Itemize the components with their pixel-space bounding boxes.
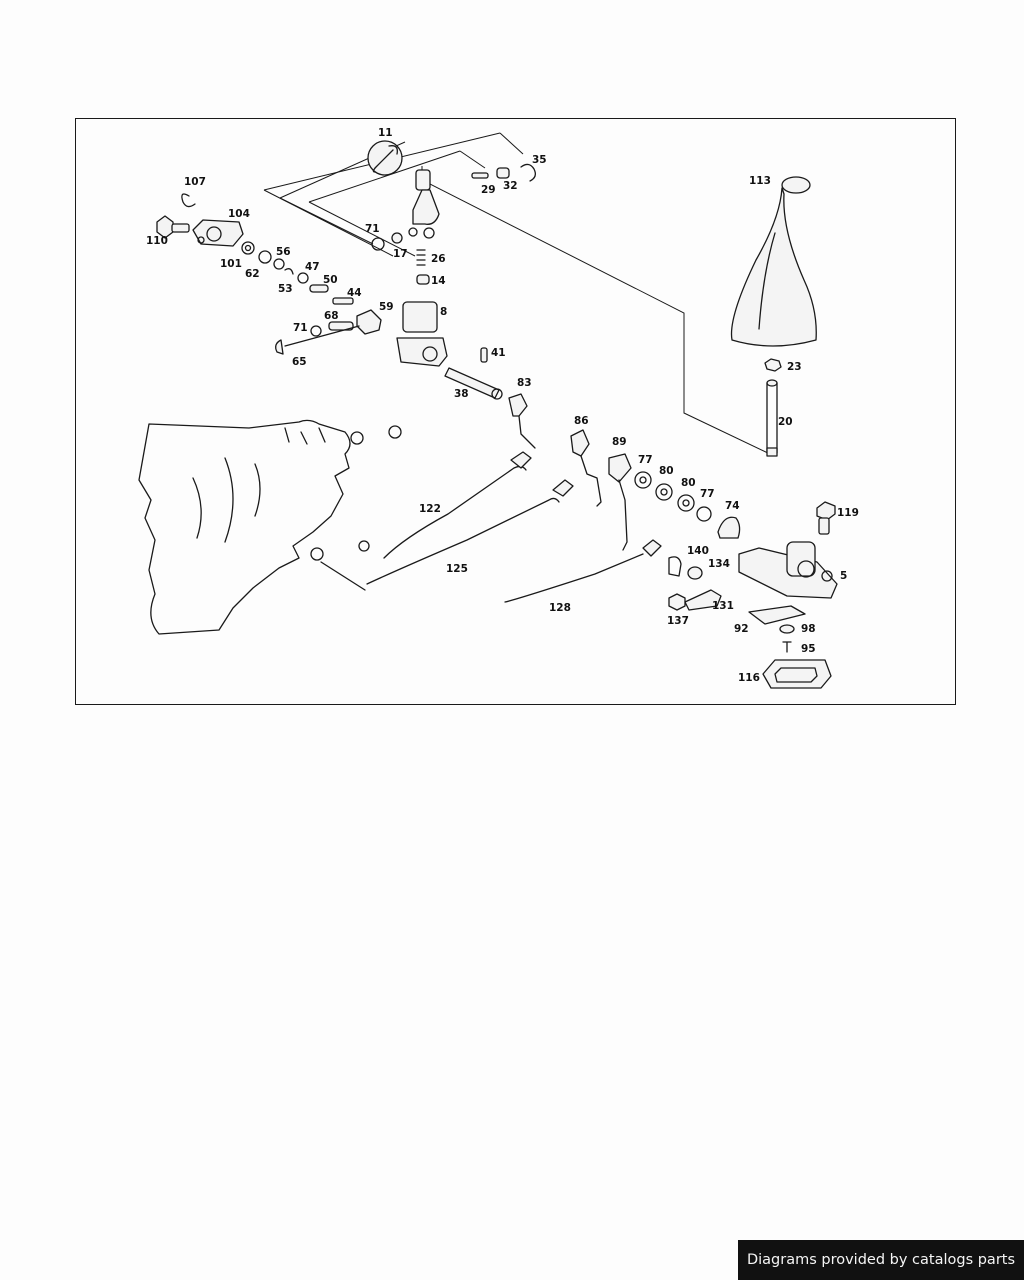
callout-80-right: 80 (681, 477, 696, 489)
part-26-spring (416, 249, 426, 266)
callout-119: 119 (837, 507, 859, 519)
callout-80-left: 80 (659, 465, 674, 477)
part-5-bracket (738, 541, 838, 599)
callout-29: 29 (481, 184, 496, 196)
part-119-bolt (816, 501, 836, 535)
part-110-sensor (156, 215, 190, 239)
callout-71-bottom: 71 (293, 322, 308, 334)
callout-107: 107 (184, 176, 206, 188)
part-140-clip (668, 556, 682, 577)
callout-11: 11 (378, 127, 393, 139)
callout-128: 128 (549, 602, 571, 614)
callout-125: 125 (446, 563, 468, 575)
callout-65: 65 (292, 356, 307, 368)
part-29-pin (471, 172, 489, 179)
callout-104: 104 (228, 208, 250, 220)
part-17-fork (371, 169, 440, 251)
washer-row (241, 241, 354, 305)
callout-137: 137 (667, 615, 689, 627)
parts-diagram: 5 8 11 14 17 20 23 26 29 32 35 38 41 44 … (75, 118, 956, 705)
callout-62: 62 (245, 268, 260, 280)
rod-128 (504, 539, 662, 603)
part-104-housing (192, 219, 244, 247)
callout-86: 86 (574, 415, 589, 427)
part-23-nut (764, 358, 782, 372)
callout-50: 50 (323, 274, 338, 286)
rod-125 (366, 479, 574, 585)
callout-41: 41 (491, 347, 506, 359)
callout-26: 26 (431, 253, 446, 265)
part-86-lever (570, 429, 602, 507)
callout-20: 20 (778, 416, 793, 428)
callout-23: 23 (787, 361, 802, 373)
rod-122 (383, 451, 532, 559)
callout-35: 35 (532, 154, 547, 166)
part-134-bushing (687, 566, 703, 580)
callout-53: 53 (278, 283, 293, 295)
part-41-pin (480, 347, 488, 363)
callout-labels: 5 8 11 14 17 20 23 26 29 32 35 38 41 44 … (146, 127, 859, 684)
part-11-tool (367, 140, 403, 176)
transmission-outline (138, 419, 402, 635)
callout-68: 68 (324, 310, 339, 322)
callout-5: 5 (840, 570, 847, 582)
callout-38: 38 (454, 388, 469, 400)
part-71-ring (310, 325, 322, 337)
callout-71-top: 71 (365, 223, 380, 235)
part-116-gasket (762, 659, 832, 689)
washer-set-right (634, 471, 741, 539)
part-20-lever (766, 379, 778, 457)
callout-140: 140 (687, 545, 709, 557)
callout-77-right: 77 (700, 488, 715, 500)
part-131-link (684, 589, 722, 611)
part-107-clip (181, 193, 196, 208)
credit-banner: Diagrams provided by catalogs parts (738, 1240, 1024, 1280)
callout-44: 44 (347, 287, 362, 299)
part-32-bushing (496, 167, 510, 179)
callout-59: 59 (379, 301, 394, 313)
callout-98: 98 (801, 623, 816, 635)
callout-8: 8 (440, 306, 447, 318)
callout-77-left: 77 (638, 454, 653, 466)
callout-56: 56 (276, 246, 291, 258)
part-89-lever (608, 453, 632, 551)
callout-47: 47 (305, 261, 320, 273)
callout-134: 134 (708, 558, 730, 570)
part-95-screw (782, 641, 792, 653)
callout-83: 83 (517, 377, 532, 389)
callout-74: 74 (725, 500, 740, 512)
callout-92: 92 (734, 623, 749, 635)
callout-101: 101 (220, 258, 242, 270)
callout-131: 131 (712, 600, 734, 612)
callout-116: 116 (738, 672, 760, 684)
callout-113: 113 (749, 175, 771, 187)
callout-32: 32 (503, 180, 518, 192)
callout-95: 95 (801, 643, 816, 655)
part-35-clip (520, 163, 536, 182)
callout-14: 14 (431, 275, 446, 287)
part-38-shaft (444, 367, 503, 400)
part-137-nut (668, 593, 686, 611)
callout-122: 122 (419, 503, 441, 515)
callout-89: 89 (612, 436, 627, 448)
callout-17: 17 (393, 248, 408, 260)
part-113-boot (730, 176, 817, 347)
callout-110: 110 (146, 235, 168, 247)
part-14-cap (416, 274, 430, 285)
part-8-housing (396, 301, 448, 367)
part-65-bolt (275, 325, 360, 355)
part-68-pin (328, 321, 354, 331)
part-83-lever (508, 393, 536, 449)
part-98-washer (779, 624, 795, 634)
part-92-plate (748, 605, 806, 625)
